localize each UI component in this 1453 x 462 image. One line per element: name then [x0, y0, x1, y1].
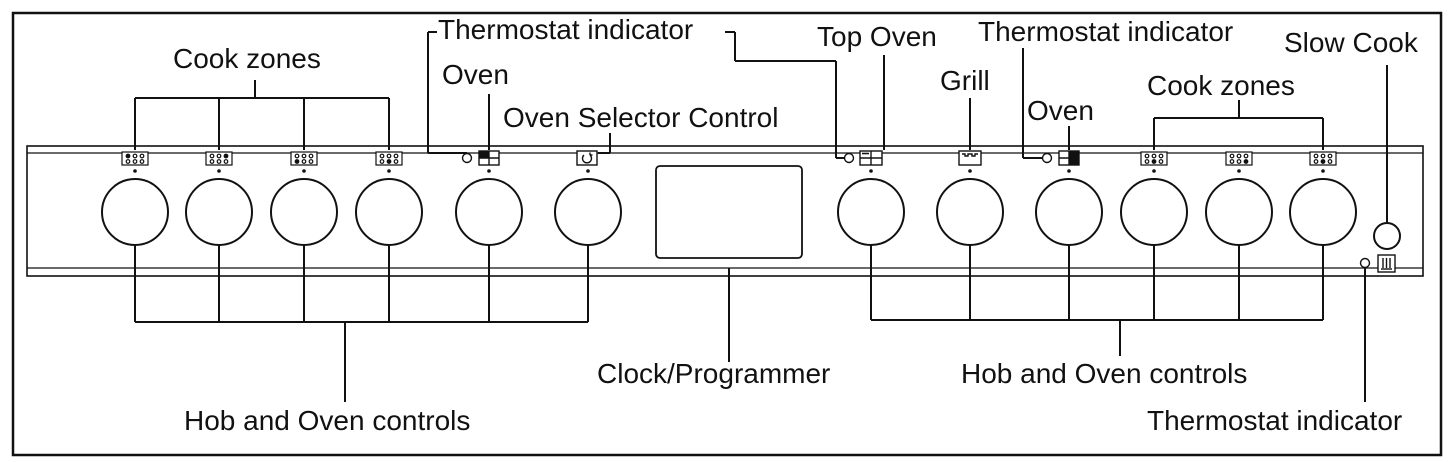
oven-function-icon-right — [1058, 150, 1080, 166]
knob-markers — [133, 169, 1325, 173]
cook-zone-knob-2[interactable] — [185, 178, 253, 246]
cook-zone-icon — [290, 151, 318, 166]
cook-zone-knob-6[interactable] — [1205, 178, 1273, 246]
cook-zone-icon — [121, 151, 149, 166]
cook-zone-knob-4[interactable] — [355, 178, 423, 246]
cook-zone-knob-1[interactable] — [101, 178, 169, 246]
label-grill: Grill — [940, 65, 990, 96]
oven-function-icon — [478, 150, 500, 166]
grill-icon — [958, 150, 982, 166]
oven-selector-knob[interactable] — [554, 178, 622, 246]
cook-zone-icon — [1140, 151, 1168, 166]
cook-zone-icons — [121, 151, 1337, 166]
label-top-oven: Top Oven — [817, 21, 937, 52]
oven-selector-icon — [576, 150, 598, 166]
cook-zone-knob-3[interactable] — [270, 178, 338, 246]
label-oven-right: Oven — [1027, 95, 1094, 126]
label-cook-zones-right: Cook zones — [1147, 70, 1295, 101]
slow-cook-icon — [1377, 254, 1396, 273]
label-thermostat-indicator-left: Thermostat indicator — [438, 14, 694, 45]
cook-zone-knob-5[interactable] — [1120, 178, 1188, 246]
top-oven-knob[interactable] — [837, 178, 905, 246]
label-oven-selector-control: Oven Selector Control — [503, 102, 779, 133]
cook-zone-icon — [1309, 151, 1337, 166]
top-oven-icon — [859, 150, 883, 166]
label-thermostat-indicator-right: Thermostat indicator — [978, 16, 1234, 47]
label-hob-and-oven-controls-left: Hob and Oven controls — [184, 405, 471, 436]
label-thermostat-indicator-bottom: Thermostat indicator — [1147, 405, 1403, 436]
label-oven-left: Oven — [442, 59, 509, 90]
thermostat-indicator-light-slow-cook — [1359, 257, 1371, 269]
label-cook-zones-left: Cook zones — [173, 43, 321, 74]
clock-programmer-display — [655, 165, 803, 259]
oven-knob-right[interactable] — [1035, 178, 1103, 246]
knobs — [101, 178, 1401, 250]
thermostat-indicator-light-left — [461, 152, 473, 164]
label-hob-and-oven-controls-right: Hob and Oven controls — [961, 358, 1248, 389]
slow-cook-knob[interactable] — [1373, 222, 1401, 250]
leader-lines — [134, 31, 1388, 402]
thermostat-indicator-light-right — [1041, 152, 1053, 164]
oven-knob-left[interactable] — [455, 178, 523, 246]
thermostat-indicator-light-top-oven — [843, 152, 855, 164]
cook-zone-icon — [375, 151, 403, 166]
cook-zone-knob-7[interactable] — [1289, 178, 1357, 246]
cook-zone-icon — [1225, 151, 1253, 166]
cook-zone-icon — [205, 151, 233, 166]
grill-knob[interactable] — [936, 178, 1004, 246]
label-slow-cook: Slow Cook — [1284, 27, 1418, 58]
label-clock-programmer: Clock/Programmer — [597, 358, 831, 389]
